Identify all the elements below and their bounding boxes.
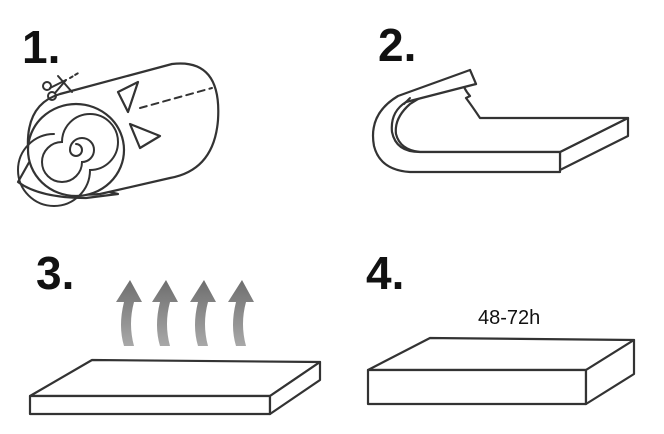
rising-air-arrows <box>116 280 254 346</box>
scissors-icon <box>42 71 81 101</box>
rolled-mattress-icon <box>16 62 220 207</box>
step-3-number: 3. <box>36 247 75 299</box>
expanded-mattress-icon <box>366 336 636 406</box>
unrolling-mattress-icon <box>371 68 630 174</box>
airing-mattress-icon <box>28 358 322 416</box>
step-2-number: 2. <box>378 19 417 71</box>
step-1-number: 1. <box>22 21 61 73</box>
expansion-time-label: 48-72h <box>478 307 541 329</box>
step-4-number: 4. <box>366 247 405 299</box>
